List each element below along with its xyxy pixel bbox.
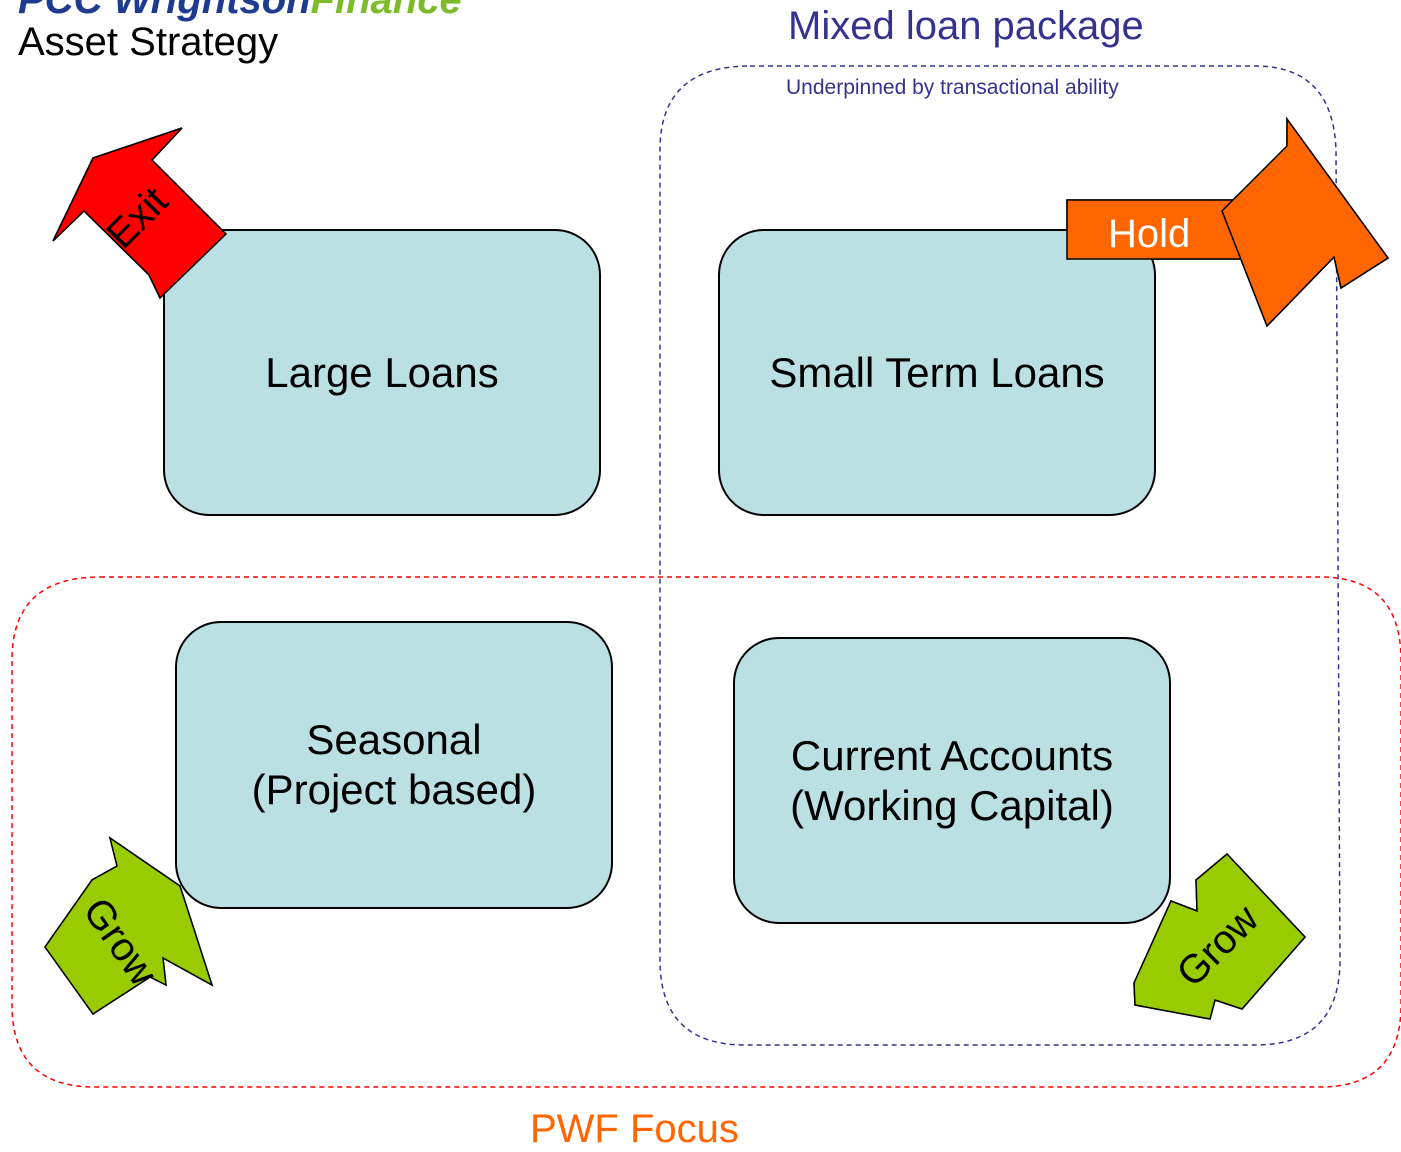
small-term-loans-label: Small Term Loans [769,348,1105,396]
current-accounts-sublabel: (Working Capital) [790,781,1114,829]
large-loans-box: Large Loans [163,229,601,516]
mixed-loan-package-subtitle: Underpinned by transactional ability [786,76,1119,99]
company-logo: PCC WrightsonFinance [18,0,462,23]
seasonal-label: Seasonal [306,716,482,763]
page-title: Asset Strategy [18,20,279,64]
small-term-loans-box: Small Term Loans [718,229,1156,516]
mixed-loan-package-region [659,65,1341,1046]
pwf-focus-region [11,576,1401,1088]
seasonal-box: Seasonal (Project based) [175,621,613,909]
logo-text-secondary: Finance [310,0,462,22]
pwf-focus-title: PWF Focus [530,1107,739,1151]
seasonal-sublabel: (Project based) [251,766,537,813]
large-loans-label: Large Loans [265,348,499,396]
mixed-loan-package-title: Mixed loan package [788,4,1144,48]
current-accounts-label: Current Accounts [790,731,1114,779]
hold-label: Hold [1108,212,1191,256]
logo-text-primary: PCC Wrightson [18,0,311,22]
current-accounts-box: Current Accounts (Working Capital) [733,637,1171,924]
